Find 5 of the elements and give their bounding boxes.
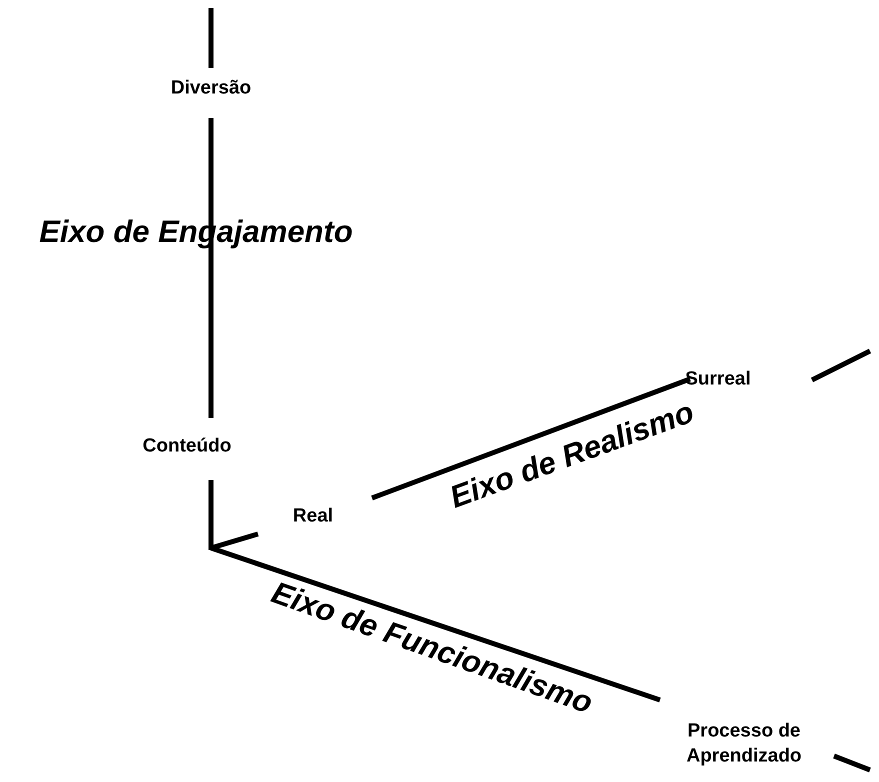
axis-point-label: Surreal bbox=[685, 368, 751, 392]
axis-point-label: Conteúdo bbox=[142, 434, 232, 459]
axis-point-label: Diversão bbox=[170, 76, 252, 101]
axis-point-label: Processo de Aprendizado bbox=[685, 719, 803, 768]
axis-point-label: Real bbox=[292, 504, 334, 529]
